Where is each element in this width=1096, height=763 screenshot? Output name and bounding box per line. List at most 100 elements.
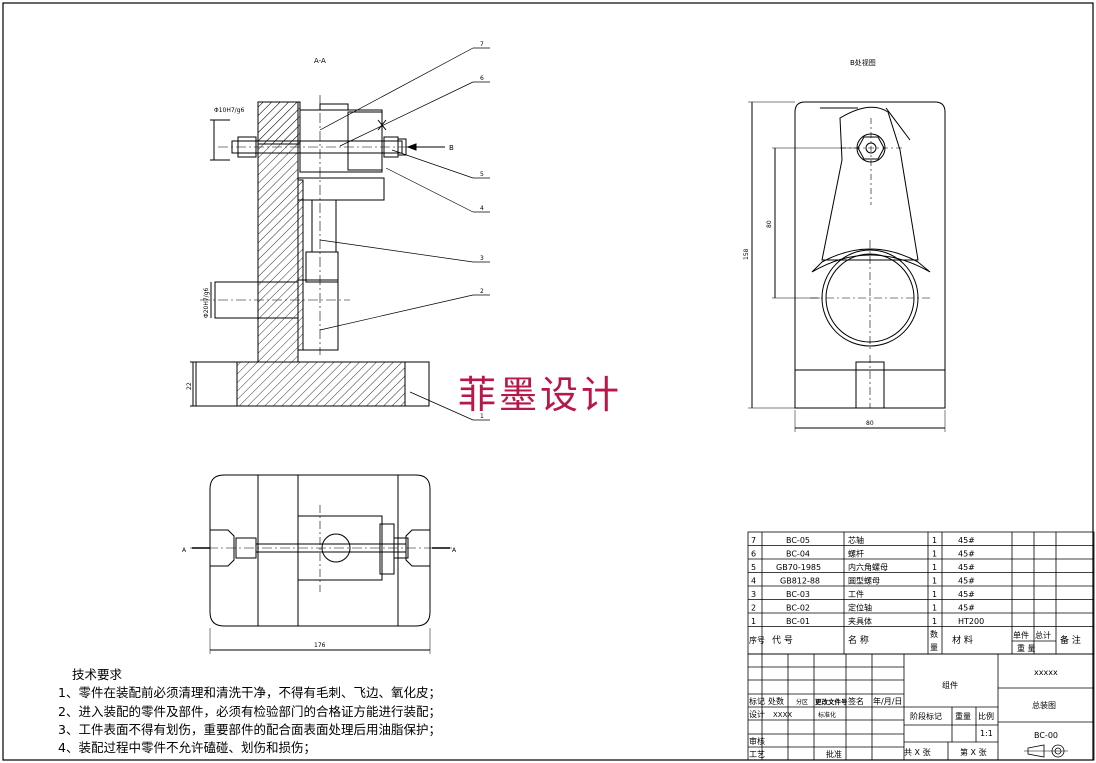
svg-text:2: 2 [751, 604, 756, 613]
svg-text:45#: 45# [958, 563, 975, 572]
leader-number: 5 [480, 171, 484, 178]
svg-text:芯轴: 芯轴 [848, 535, 864, 545]
bom-row: 4 GB812-88 圆型螺母 1 45# [751, 576, 975, 586]
svg-text:45#: 45# [958, 604, 975, 613]
svg-text:GB70-1985: GB70-1985 [776, 563, 821, 572]
title-block-text: 标记 处数 分区 更改文件号 签名 年/月/日 设计 XXXX 标准化 审核 工… [749, 668, 1058, 759]
svg-text:总计: 总计 [1035, 630, 1051, 640]
svg-text:1: 1 [932, 550, 937, 559]
svg-text:材 料: 材 料 [952, 634, 973, 646]
projection-symbol-icon [1024, 744, 1068, 758]
svg-text:工艺: 工艺 [749, 750, 765, 759]
svg-text:重 量: 重 量 [1017, 643, 1036, 653]
b-view: B处视图 80 158 80 [743, 58, 946, 432]
dim-aux-height: 80 [766, 220, 773, 228]
aux-view-label: B处视图 [850, 58, 876, 67]
svg-text:3: 3 [751, 590, 756, 599]
dim-aux-total-height: 158 [743, 248, 750, 260]
svg-text:1: 1 [932, 577, 937, 586]
svg-text:审核: 审核 [749, 736, 765, 746]
leader-number: 1 [480, 413, 484, 420]
svg-text:备 注: 备 注 [1060, 634, 1081, 646]
leader-number: 6 [480, 75, 484, 82]
tech-item: 1、零件在装配前必须清理和清洗干净，不得有毛刺、飞边、氧化皮； [58, 685, 441, 701]
leader-numbers: 7 6 5 4 3 2 1 [480, 41, 484, 420]
svg-text:标记: 标记 [749, 696, 765, 706]
svg-text:XXXX: XXXX [773, 711, 792, 719]
svg-text:6: 6 [751, 550, 756, 559]
svg-text:年/月/日: 年/月/日 [873, 696, 902, 706]
svg-text:1: 1 [751, 617, 756, 626]
svg-text:处数: 处数 [768, 696, 784, 706]
svg-text:设计: 设计 [749, 709, 765, 719]
svg-text:更改文件号: 更改文件号 [815, 697, 848, 706]
svg-text:1:1: 1:1 [980, 729, 993, 738]
svg-text:1: 1 [932, 536, 937, 545]
leader-number: 4 [480, 205, 484, 212]
dim-fit-upper: Φ10H7/g6 [214, 107, 245, 114]
dim-fit-lower: Φ20H7/g6 [203, 287, 210, 318]
leader-number: 2 [480, 288, 484, 295]
svg-text:45#: 45# [958, 590, 975, 599]
svg-text:签名: 签名 [848, 696, 864, 706]
view-mark-b: B [449, 144, 454, 152]
svg-text:名 称: 名 称 [848, 634, 869, 646]
section-label: A-A [314, 57, 326, 65]
svg-text:工件: 工件 [848, 589, 864, 599]
svg-text:1: 1 [932, 563, 937, 572]
svg-text:内六角螺母: 内六角螺母 [848, 562, 888, 572]
tech-item: 4、装配过程中零件不允许磕碰、划伤和损伤； [58, 740, 316, 756]
svg-text:共 X 张: 共 X 张 [904, 748, 931, 757]
section-view: A-A [186, 47, 490, 421]
tech-title: 技术要求 [72, 667, 123, 682]
watermark-text: 菲墨设计 [458, 373, 623, 417]
leader-number: 7 [480, 41, 484, 48]
section-mark-a-left: A [182, 547, 187, 554]
dim-plan-width: 176 [314, 642, 326, 649]
leader-number: 3 [480, 255, 484, 262]
technical-requirements: 技术要求 1、零件在装配前必须清理和清洗干净，不得有毛刺、飞边、氧化皮； 2、进… [58, 666, 441, 757]
tech-item: 3、工件表面不得有划伤，重要部件的配合面表面处理后用油脂保护； [58, 721, 441, 737]
svg-text:量: 量 [930, 643, 938, 652]
svg-text:总装图: 总装图 [1032, 700, 1056, 710]
title-block-grid [747, 653, 1095, 761]
svg-text:1: 1 [932, 617, 937, 626]
svg-text:分区: 分区 [796, 698, 808, 706]
svg-text:序号: 序号 [749, 635, 765, 645]
svg-text:4: 4 [751, 577, 756, 586]
svg-text:1: 1 [932, 604, 937, 613]
svg-text:BC-02: BC-02 [786, 604, 810, 613]
section-mark-a-right: A [452, 547, 457, 554]
svg-text:BC-03: BC-03 [786, 590, 810, 599]
svg-text:45#: 45# [958, 536, 975, 545]
bom-row: 3 BC-03 工件 1 45# [751, 589, 975, 599]
svg-text:圆型螺母: 圆型螺母 [848, 576, 880, 586]
svg-text:GB812-88: GB812-88 [780, 577, 820, 586]
bom-row: 5 GB70-1985 内六角螺母 1 45# [751, 562, 975, 572]
svg-text:阶段标记: 阶段标记 [910, 711, 942, 721]
svg-text:1: 1 [932, 590, 937, 599]
svg-text:BC-01: BC-01 [786, 617, 810, 626]
svg-text:xxxxx: xxxxx [1034, 668, 1058, 677]
bom-header: 序号 代 号 名 称 数 量 材 料 单件 总计 重 量 备 注 [749, 629, 1081, 653]
svg-text:组件: 组件 [942, 680, 958, 690]
svg-text:45#: 45# [958, 577, 975, 586]
svg-text:5: 5 [751, 563, 756, 572]
svg-text:BC-00: BC-00 [1034, 731, 1058, 740]
dim-base-height: 22 [186, 382, 193, 390]
dim-aux-width: 80 [866, 420, 874, 427]
svg-text:螺杆: 螺杆 [848, 549, 864, 559]
svg-text:HT200: HT200 [958, 617, 984, 626]
svg-text:BC-04: BC-04 [786, 550, 810, 559]
tech-item: 2、进入装配的零件及部件，必须有检验部门的合格证方能进行装配； [58, 703, 441, 719]
plan-view: A A 176 [182, 474, 457, 654]
svg-text:单件: 单件 [1013, 630, 1029, 640]
svg-text:数: 数 [930, 629, 938, 639]
svg-text:重量: 重量 [955, 711, 971, 721]
